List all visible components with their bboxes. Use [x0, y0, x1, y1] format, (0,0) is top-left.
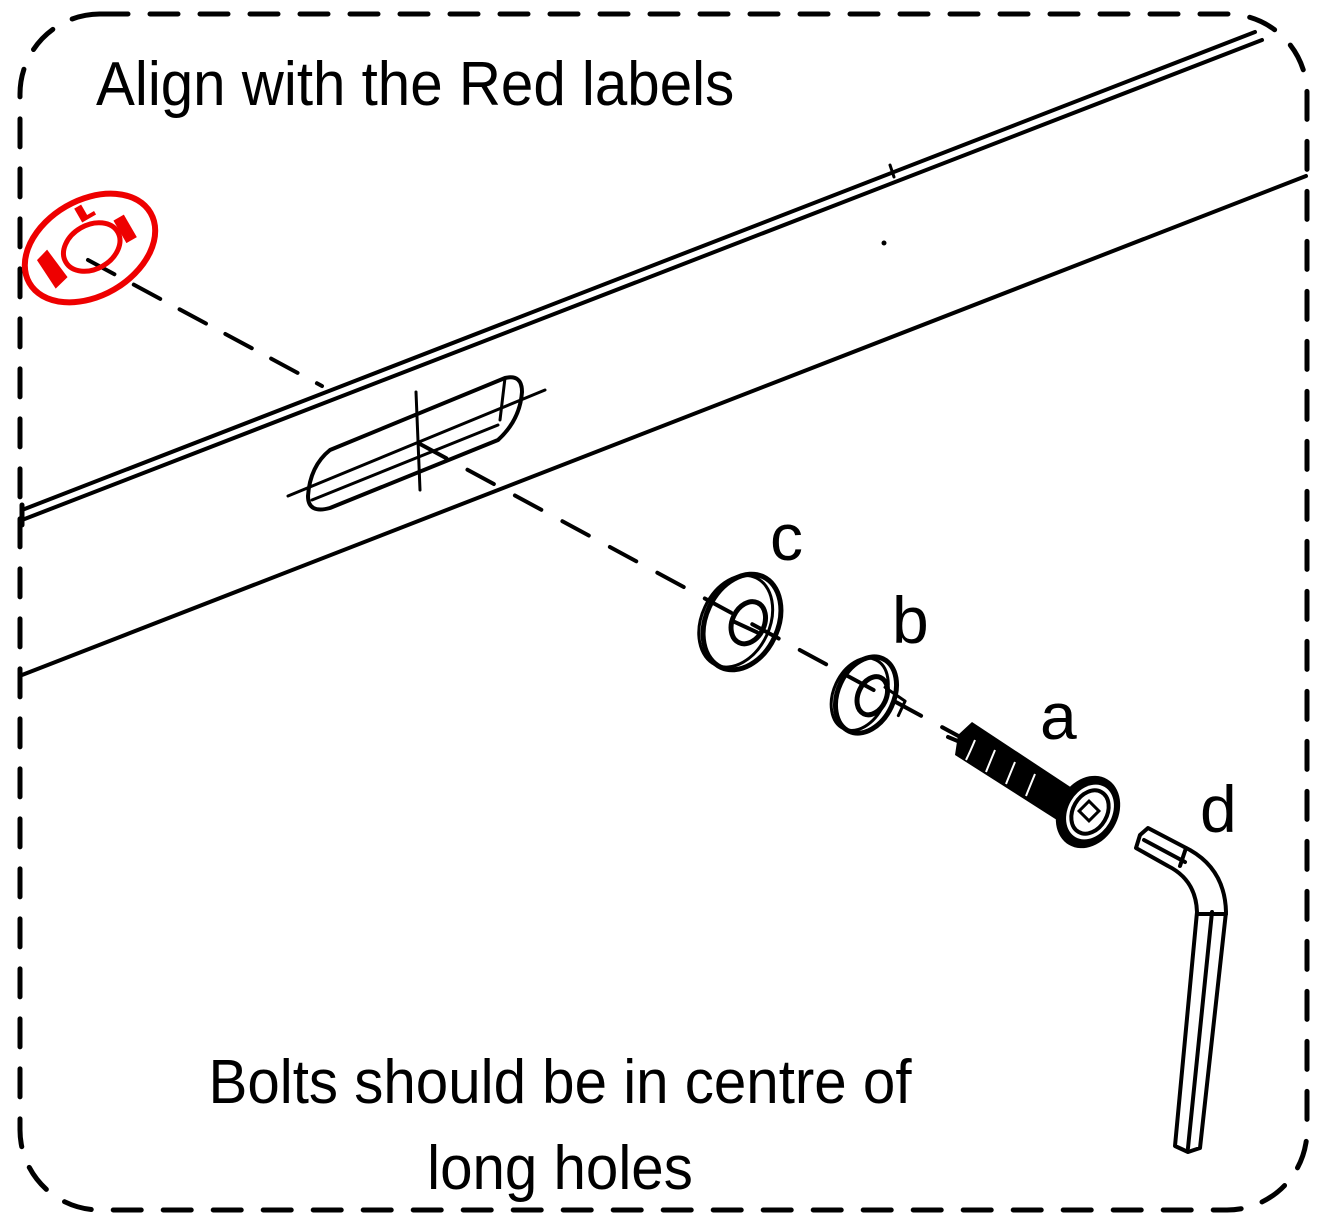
long-hole-slot	[286, 375, 547, 512]
red-alignment-label-icon	[21, 190, 159, 306]
part-label-a: a	[1040, 679, 1077, 753]
assembly-axis	[86, 258, 977, 747]
spring-washer	[829, 654, 907, 736]
bolt	[946, 722, 1121, 849]
allen-key	[1134, 826, 1228, 1154]
dashed-border	[17, 11, 1310, 1213]
flat-washer	[697, 571, 784, 673]
diagram-title: Align with the Red labels	[96, 50, 735, 119]
footer-note: Bolts should be in centre of long holes	[208, 1048, 912, 1203]
part-label-b: b	[892, 583, 929, 657]
part-label-d: d	[1200, 772, 1237, 846]
part-label-c: c	[770, 500, 803, 574]
frame-rail	[19, 30, 1308, 677]
